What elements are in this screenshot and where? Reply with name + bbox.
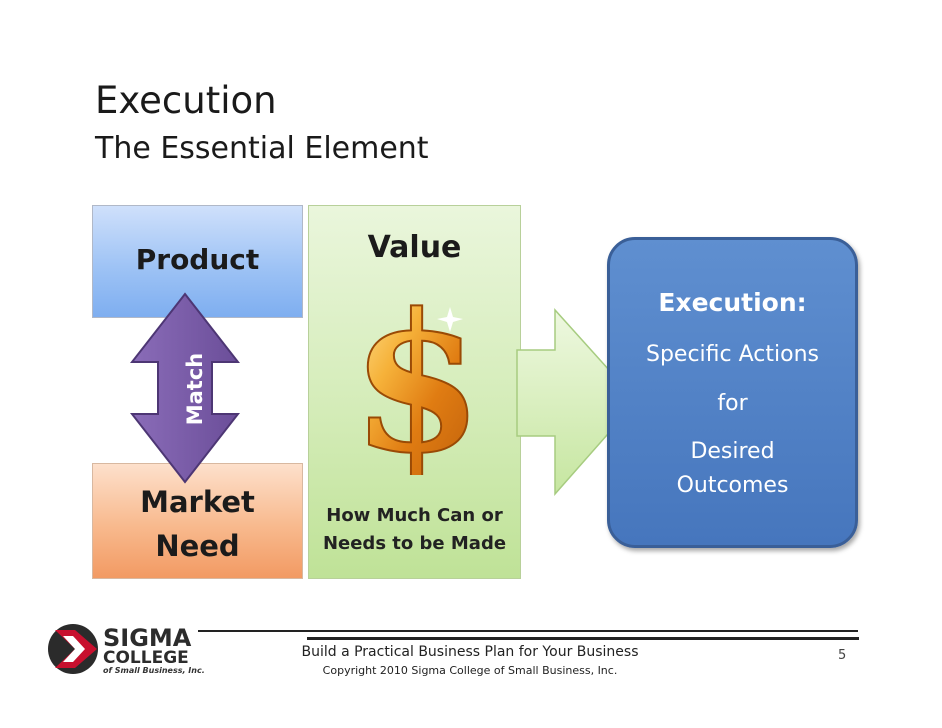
footer-copyright: Copyright 2010 Sigma College of Small Bu… bbox=[322, 664, 618, 677]
dollar-sign-icon: $ bbox=[360, 285, 475, 475]
slide-title: Execution bbox=[95, 79, 277, 122]
svg-text:$: $ bbox=[360, 285, 475, 475]
execution-line4: Outcomes bbox=[676, 473, 789, 498]
product-label: Product bbox=[135, 243, 260, 276]
execution-line3: Desired bbox=[690, 439, 775, 464]
right-arrow bbox=[516, 308, 639, 496]
how-much-text: How Much Can or Needs to be Made bbox=[308, 502, 521, 558]
footer-rule-middle bbox=[307, 637, 859, 640]
execution-line2: for bbox=[717, 391, 748, 416]
execution-box bbox=[607, 237, 858, 548]
page-number: 5 bbox=[838, 648, 847, 663]
sigma-logo-icon bbox=[48, 624, 98, 674]
product-box bbox=[92, 205, 303, 318]
logo-sigma-text: SIGMA bbox=[103, 624, 192, 652]
market-need-box bbox=[92, 463, 303, 579]
match-double-arrow bbox=[130, 292, 240, 484]
how-much-line2: Needs to be Made bbox=[322, 533, 507, 554]
value-box bbox=[308, 205, 521, 579]
execution-line1: Specific Actions bbox=[646, 342, 819, 367]
footer-rule-top bbox=[198, 630, 858, 632]
footer-title: Build a Practical Business Plan for Your… bbox=[301, 644, 639, 660]
value-label: Value bbox=[367, 230, 462, 265]
logo-college-text: COLLEGE bbox=[103, 648, 189, 668]
market-label-line2: Need bbox=[155, 529, 240, 563]
market-need-label: Market Need bbox=[92, 480, 303, 568]
match-label: Match bbox=[183, 352, 207, 426]
market-label-line1: Market bbox=[140, 485, 255, 519]
how-much-line1: How Much Can or bbox=[326, 505, 503, 526]
slide-subtitle: The Essential Element bbox=[95, 131, 429, 166]
logo-subtitle-text: of Small Business, Inc. bbox=[103, 666, 205, 675]
execution-heading: Execution: bbox=[658, 288, 807, 317]
